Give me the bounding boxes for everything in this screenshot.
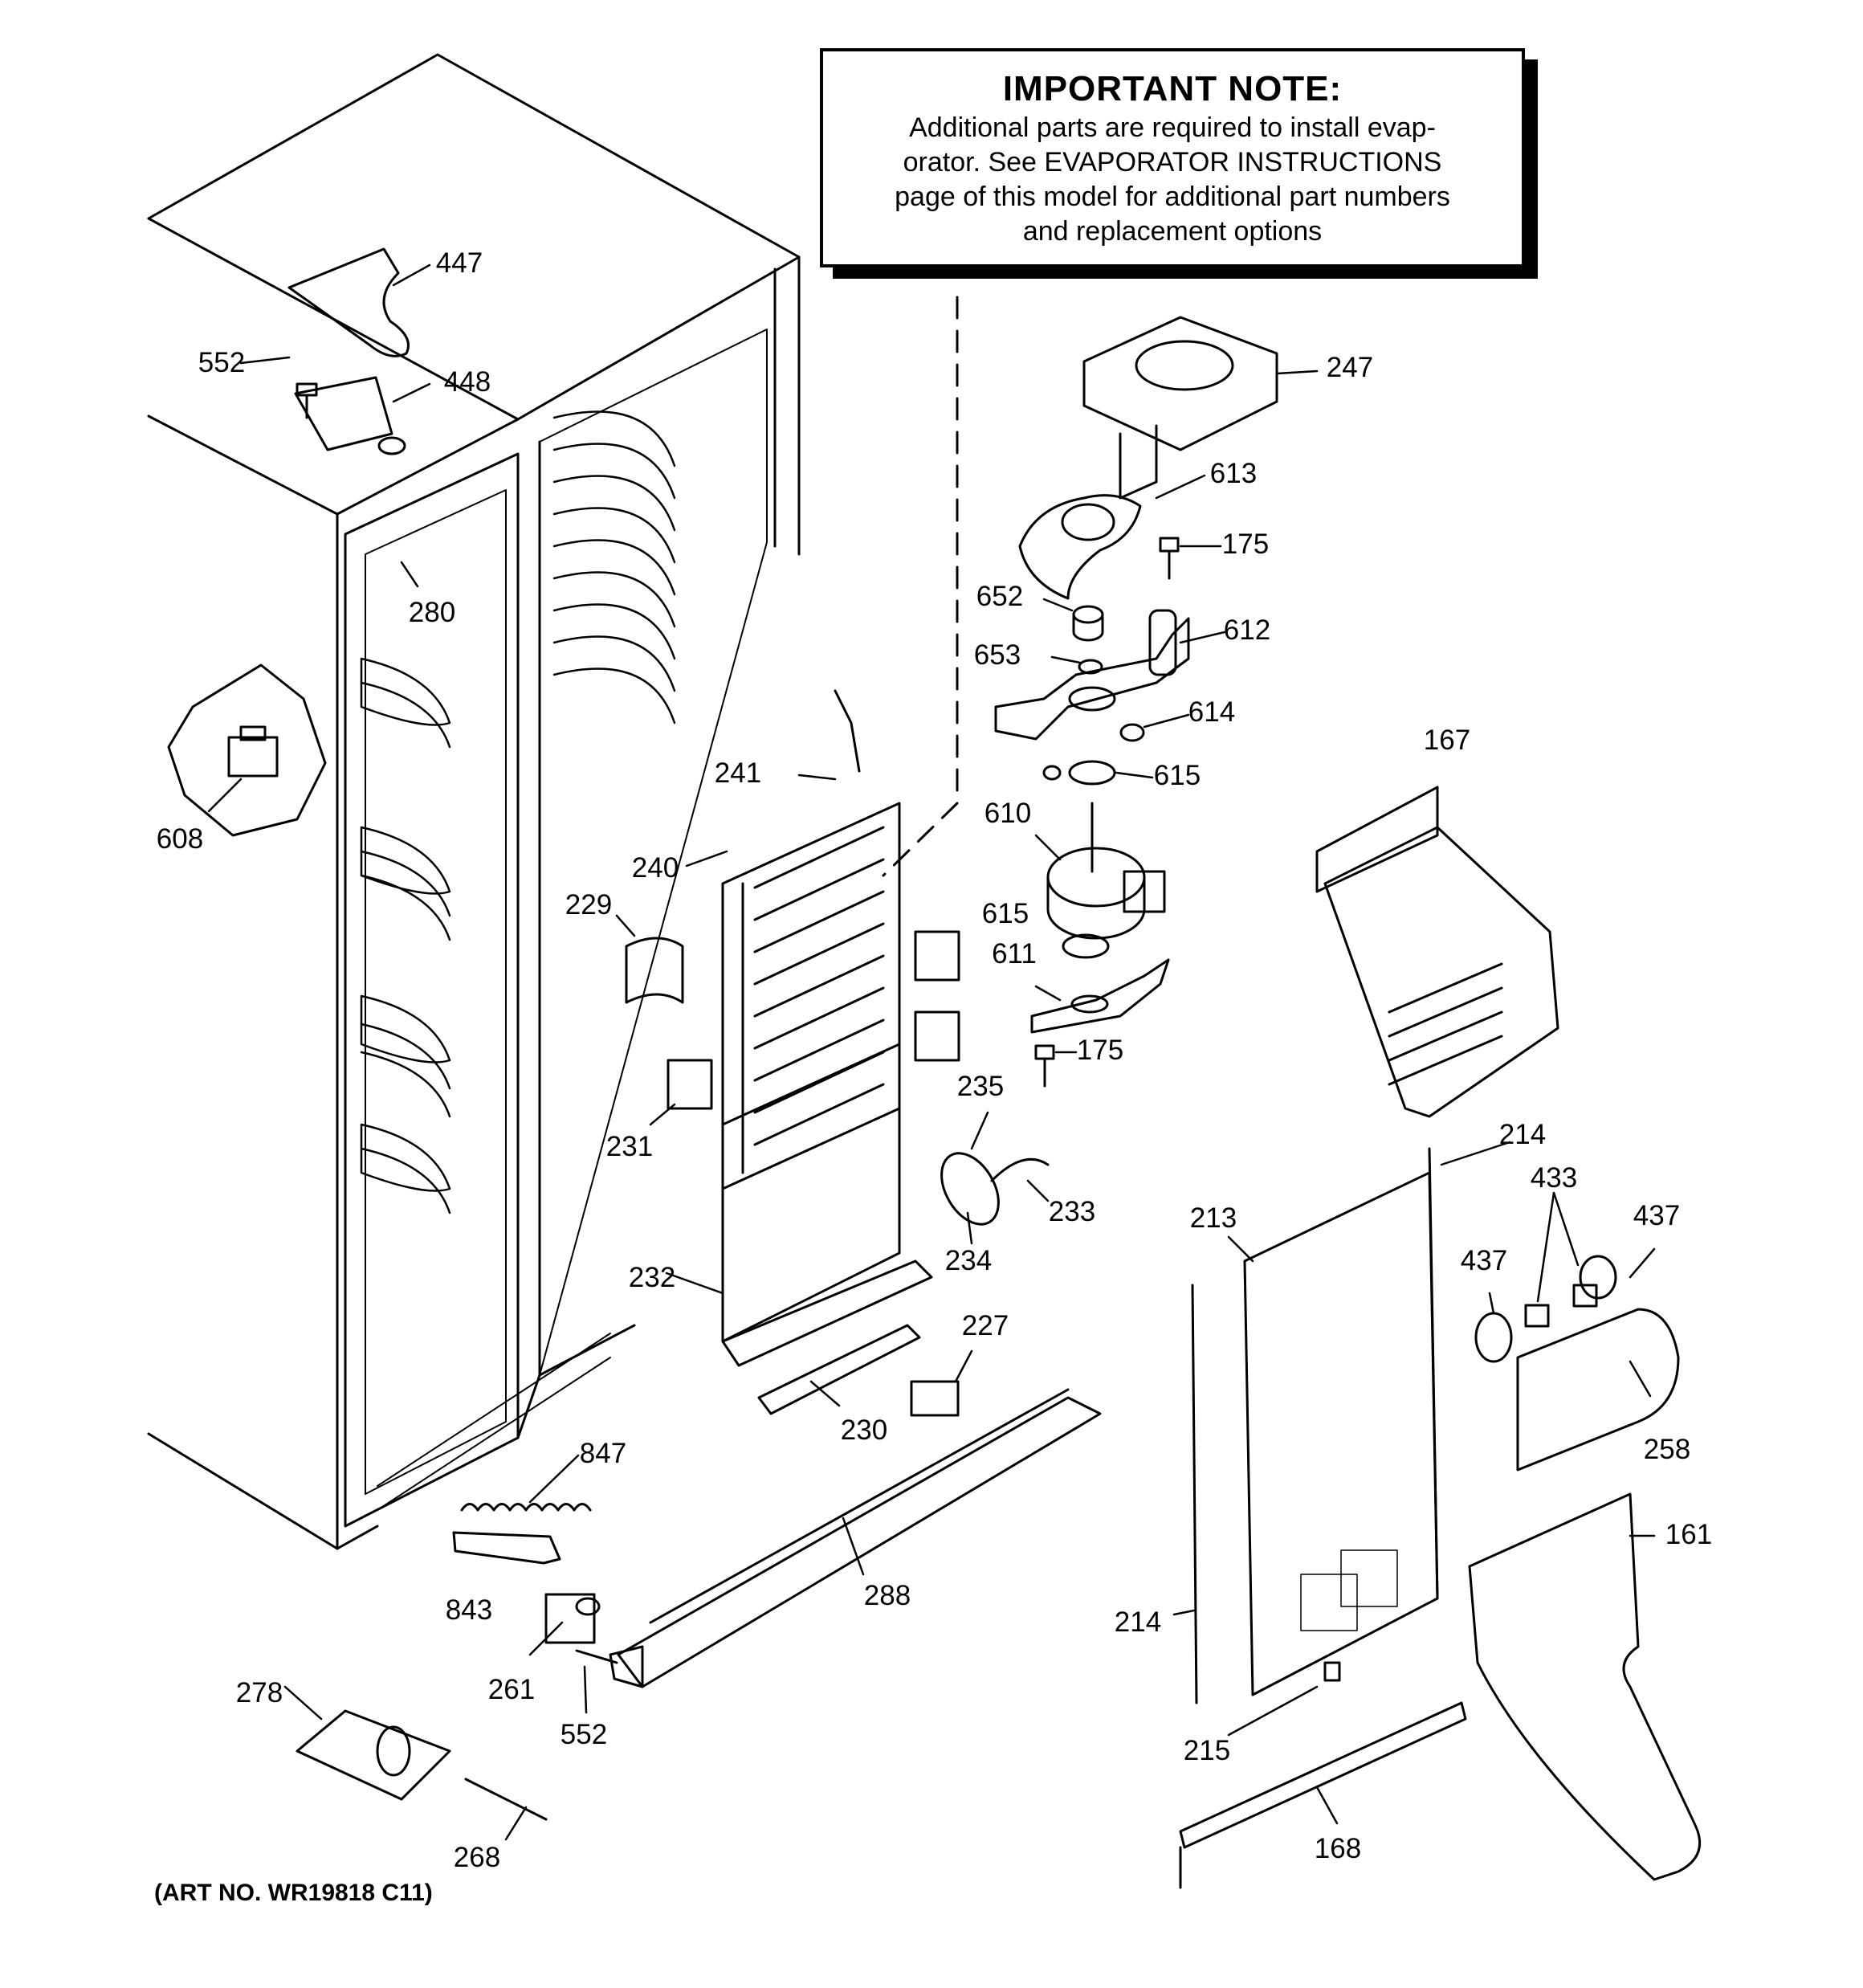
callout-214: 214 xyxy=(1114,1606,1162,1638)
callout-168: 168 xyxy=(1314,1833,1362,1864)
grommets-652-653 xyxy=(1072,605,1104,675)
callout-433: 433 xyxy=(1530,1162,1578,1194)
callout-229: 229 xyxy=(565,889,613,921)
motor-mount-611 xyxy=(1030,933,1170,1088)
callout-175: 175 xyxy=(1221,529,1270,560)
switch-inset xyxy=(167,663,327,837)
callout-233: 233 xyxy=(1048,1196,1096,1227)
fan-blade-613 xyxy=(1018,494,1142,600)
callout-611: 611 xyxy=(992,938,1037,970)
fan-bracket-247 xyxy=(1082,316,1278,500)
callout-leaders xyxy=(207,263,1656,1841)
grommet-614-615 xyxy=(1042,723,1145,786)
fan-motor-610 xyxy=(1046,802,1166,940)
drain-strip-230 xyxy=(757,1324,960,1417)
callout-234: 234 xyxy=(944,1245,993,1276)
rail-288 xyxy=(609,1388,1102,1688)
callout-847: 847 xyxy=(579,1438,627,1469)
callout-215: 215 xyxy=(1183,1735,1231,1766)
air-duct-167 xyxy=(1315,786,1559,1118)
callout-652: 652 xyxy=(976,581,1024,612)
important-note-box: IMPORTANT NOTE: Additional parts are req… xyxy=(820,48,1525,267)
callout-448: 448 xyxy=(443,366,491,398)
callout-167: 167 xyxy=(1423,725,1471,756)
heater-cap-234 xyxy=(940,1152,1050,1226)
callout-610: 610 xyxy=(984,798,1032,829)
important-note-title: IMPORTANT NOTE: xyxy=(1002,69,1343,108)
callout-261: 261 xyxy=(487,1674,536,1705)
note-pointer-arrow xyxy=(882,802,959,877)
callout-161: 161 xyxy=(1665,1519,1713,1550)
rear-panel-213 xyxy=(1191,1147,1439,1704)
callout-231: 231 xyxy=(605,1131,654,1162)
spring-847 xyxy=(452,1503,592,1565)
callout-230: 230 xyxy=(840,1414,888,1446)
callout-213: 213 xyxy=(1189,1202,1237,1234)
callout-552: 552 xyxy=(198,347,246,378)
important-note-line: page of this model for additional part n… xyxy=(895,182,1450,212)
callout-268: 268 xyxy=(453,1842,501,1873)
callout-653: 653 xyxy=(973,639,1021,671)
callout-175: 175 xyxy=(1076,1035,1124,1066)
roller-278 xyxy=(296,1709,548,1821)
callout-280: 280 xyxy=(408,597,456,628)
important-note-line: Additional parts are required to install… xyxy=(909,112,1436,143)
callout-214: 214 xyxy=(1498,1119,1547,1150)
evaporator-assembly xyxy=(721,689,933,1367)
refrigerator-case xyxy=(147,53,801,1550)
callout-227: 227 xyxy=(961,1310,1009,1341)
callout-615: 615 xyxy=(1153,760,1201,791)
bottom-cover-161 xyxy=(1179,1492,1702,1889)
callout-612: 612 xyxy=(1223,614,1271,646)
callout-241: 241 xyxy=(714,757,762,789)
callout-235: 235 xyxy=(956,1071,1005,1102)
callout-437: 437 xyxy=(1460,1245,1508,1276)
motor-bracket-612 xyxy=(994,609,1190,741)
callout-615: 615 xyxy=(981,898,1029,929)
rear-coils xyxy=(552,410,676,725)
evaporator-insulation-blocks xyxy=(625,930,960,1110)
callout-552: 552 xyxy=(560,1719,608,1750)
callout-608: 608 xyxy=(156,823,204,855)
callout-843: 843 xyxy=(445,1594,493,1626)
art-number: (ART NO. WR19818 C11) xyxy=(154,1880,433,1906)
callout-614: 614 xyxy=(1188,696,1236,728)
top-hinge-parts xyxy=(287,247,410,455)
freezer-door-shelves xyxy=(360,657,451,1214)
callout-447: 447 xyxy=(435,247,483,279)
callout-247: 247 xyxy=(1326,352,1374,383)
callout-437: 437 xyxy=(1633,1200,1681,1231)
callout-232: 232 xyxy=(628,1262,676,1293)
hinge-261 xyxy=(544,1593,618,1664)
important-note-line: and replacement options xyxy=(1022,216,1323,247)
important-note-line: orator. See EVAPORATOR INSTRUCTIONS xyxy=(903,147,1442,178)
screw-175-upper xyxy=(1159,537,1180,580)
callout-240: 240 xyxy=(631,852,679,884)
callout-258: 258 xyxy=(1643,1434,1691,1465)
callout-288: 288 xyxy=(863,1580,911,1611)
callout-613: 613 xyxy=(1209,458,1258,489)
callout-278: 278 xyxy=(235,1677,283,1708)
